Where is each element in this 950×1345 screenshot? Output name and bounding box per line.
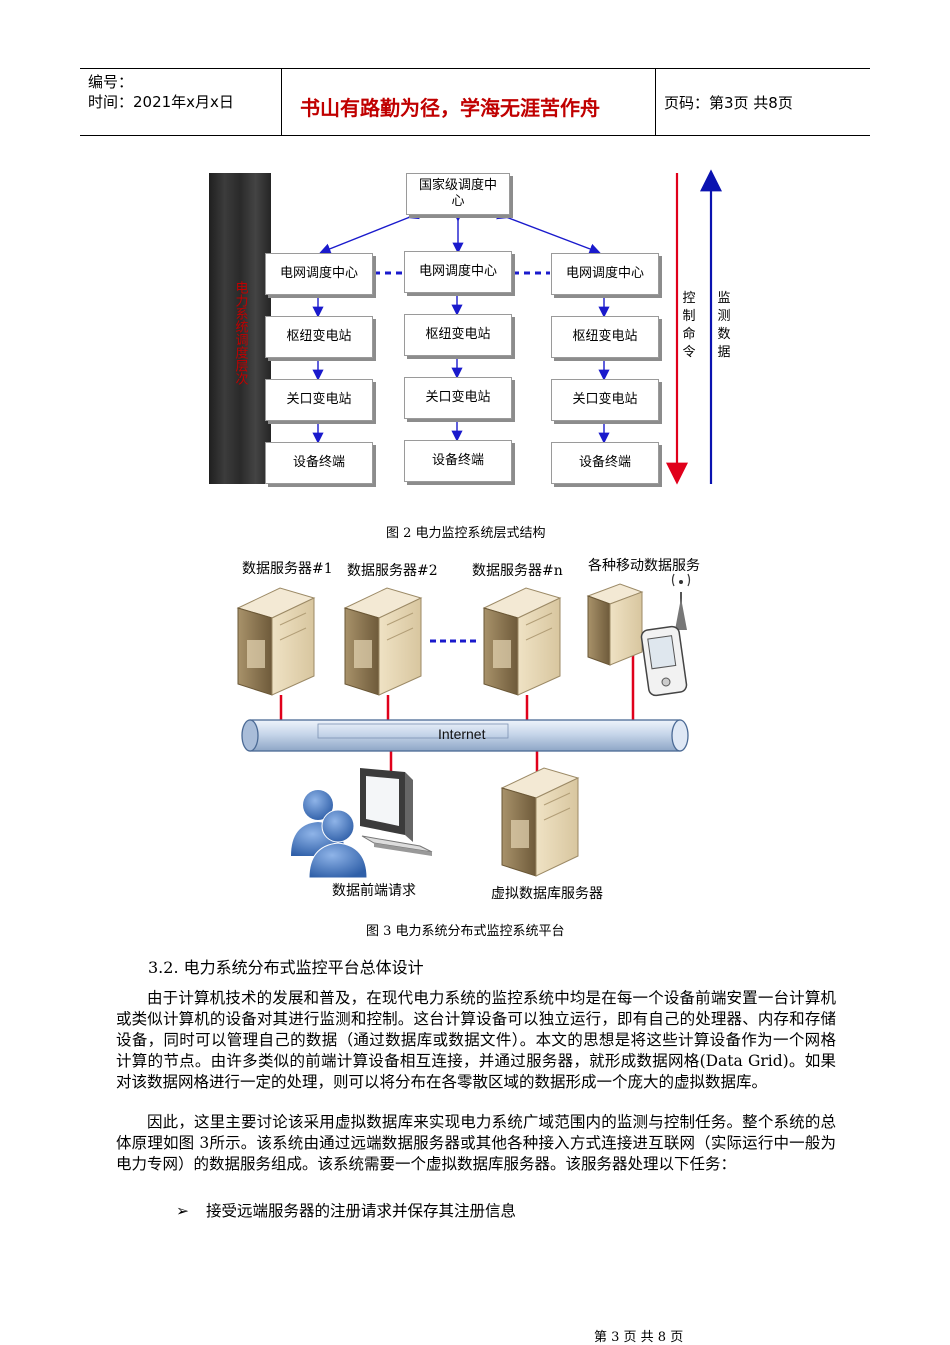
- internet-pipe: [241, 719, 689, 752]
- footer-page-number: 第 3 页 共 8 页: [594, 1330, 684, 1345]
- node-hub-substation-1: 枢纽变电站: [265, 316, 373, 358]
- monitor-icon: [360, 768, 433, 856]
- header-divider-1: [281, 68, 282, 135]
- header-page-info: 页码：第3页 共8页: [664, 94, 793, 112]
- node-grid-dispatch-1: 电网调度中心: [265, 253, 373, 295]
- hierarchy-sidebar-label: 电力系统调度层次: [231, 268, 249, 398]
- header-top-rule: [80, 68, 870, 69]
- node-device-terminal-2: 设备终端: [404, 440, 512, 482]
- node-gateway-substation-3: 关口变电站: [551, 379, 659, 421]
- bullet-arrow-icon: ➢: [176, 1202, 189, 1220]
- monitor-data-label: 监测数据: [717, 291, 731, 360]
- node-grid-dispatch-2: 电网调度中心: [404, 251, 512, 293]
- header-left-cell: 编号： 时间：2021年x月x日: [88, 72, 234, 112]
- server-icon: [500, 767, 580, 877]
- server-1-label: 数据服务器#1: [242, 561, 333, 577]
- control-command-label: 控制命令: [682, 291, 696, 360]
- server-icon: [343, 587, 423, 696]
- internet-label: Internet: [438, 726, 486, 742]
- header-motto: 书山有路勤为径，学海无涯苦作舟: [300, 96, 600, 120]
- hierarchy-sidebar: [209, 173, 271, 484]
- doc-number-label: 编号：: [88, 73, 134, 91]
- section-heading: 3.2. 电力系统分布式监控平台总体设计: [148, 958, 424, 977]
- node-device-terminal-1: 设备终端: [265, 442, 373, 484]
- figure3-network-diagram: [236, 573, 691, 879]
- figure-2-caption: 图 2 电力监控系统层式结构: [386, 526, 546, 541]
- server-2-label: 数据服务器#2: [347, 563, 438, 579]
- link-top-right: [496, 208, 601, 255]
- figure2-connectors: [312, 169, 722, 485]
- node-grid-dispatch-3: 电网调度中心: [551, 253, 659, 295]
- pda-icon: [640, 625, 688, 697]
- figure-3-caption: 图 3 电力系统分布式监控系统平台: [366, 924, 565, 939]
- node-gateway-substation-2: 关口变电站: [404, 377, 512, 419]
- mobile-services-label: 各种移动数据服务: [588, 558, 700, 574]
- node-hub-substation-2: 枢纽变电站: [404, 314, 512, 356]
- paragraph-2: 因此，这里主要讨论该采用虚拟数据库来实现电力系统广域范围内的监测与控制任务。整个…: [116, 1113, 836, 1173]
- node-hub-substation-3: 枢纽变电站: [551, 316, 659, 358]
- virtual-db-server-label: 虚拟数据库服务器: [491, 886, 603, 902]
- header-bottom-rule: [80, 135, 870, 136]
- node-gateway-substation-1: 关口变电站: [265, 379, 373, 421]
- node-national-dispatch: 国家级调度中心: [406, 173, 510, 215]
- client-request-label: 数据前端请求: [332, 883, 416, 899]
- bullet-item: ➢ 接受远端服务器的注册请求并保存其注册信息: [176, 1199, 516, 1221]
- header-divider-2: [655, 68, 656, 135]
- users-icon: [291, 790, 368, 879]
- paragraph-1: 由于计算机技术的发展和普及，在现代电力系统的监控系统中均是在每一个设备前端安置一…: [116, 989, 836, 1091]
- server-icon: [482, 587, 562, 696]
- node-device-terminal-3: 设备终端: [551, 442, 659, 484]
- link-top-left: [319, 208, 420, 255]
- mobile-server-icon: [586, 583, 644, 666]
- server-n-label: 数据服务器#n: [472, 563, 563, 579]
- bullet-text: 接受远端服务器的注册请求并保存其注册信息: [206, 1202, 517, 1220]
- antenna-icon: [671, 573, 691, 630]
- sidebar-label-text: 电力系统调度层次: [232, 281, 248, 385]
- doc-time-label: 时间：2021年x月x日: [88, 93, 234, 111]
- server-icon: [236, 587, 316, 696]
